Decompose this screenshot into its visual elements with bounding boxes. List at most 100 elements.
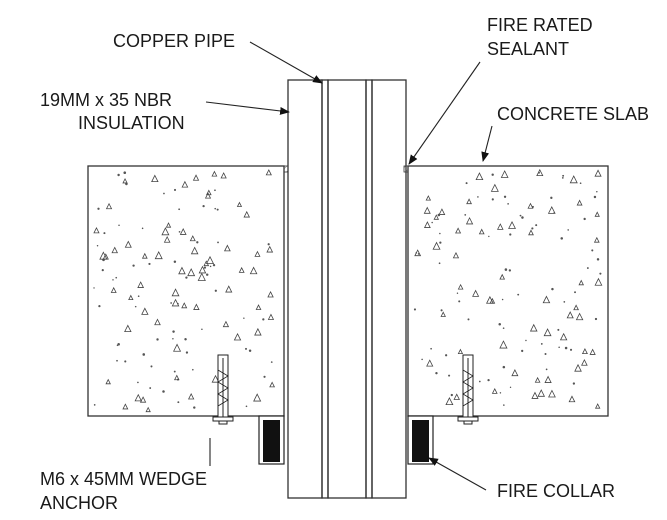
aggregate-dot [124, 360, 127, 363]
aggregate-dot [148, 262, 151, 266]
aggregate-dot [137, 381, 139, 384]
aggregate-dot [540, 343, 543, 345]
aggregate-dot [545, 368, 548, 371]
aggregate-dot [599, 272, 602, 275]
aggregate-triangle [500, 170, 509, 178]
aggregate-dot [531, 227, 534, 230]
aggregate-triangle [497, 223, 504, 230]
aggregate-dot [115, 276, 118, 279]
aggregate-dot [502, 327, 505, 329]
aggregate-triangle [537, 389, 546, 397]
aggregate-triangle [466, 198, 472, 205]
aggregate-dot [435, 371, 438, 375]
aggregate-triangle [266, 245, 274, 253]
aggregate-dot [170, 302, 173, 304]
aggregate-triangle [457, 283, 464, 290]
aggregate-dot [586, 267, 589, 270]
aggregate-triangle [511, 369, 519, 377]
aggregate-triangle [187, 393, 195, 400]
aggregate-triangle [569, 175, 578, 184]
aggregate-triangle [151, 174, 159, 183]
aggregate-triangle [128, 294, 134, 301]
aggregate-triangle [542, 295, 551, 304]
aggregate-triangle [154, 318, 161, 326]
aggregate-dot [172, 330, 175, 333]
aggregate-dot [117, 173, 120, 177]
aggregate-triangle [544, 375, 552, 383]
aggregate-triangle [594, 277, 603, 286]
aggregate-triangle [238, 266, 245, 273]
aggregate-dot [149, 387, 152, 389]
aggregate-triangle [568, 395, 576, 403]
aggregate-triangle [594, 403, 601, 409]
aggregate-triangle [265, 169, 272, 176]
aggregate-dot [214, 289, 217, 292]
label-insulation-line1: 19MM x 35 NBR [40, 90, 172, 110]
aggregate-triangle [594, 169, 602, 177]
aggregate-dot [202, 204, 205, 208]
aggregate-dot [101, 269, 104, 272]
aggregate-dot [450, 393, 453, 397]
aggregate-triangle [141, 252, 148, 259]
aggregate-triangle [593, 236, 600, 243]
aggregate-dot [214, 189, 216, 192]
aggregate-dot [267, 243, 270, 246]
aggregate-triangle [543, 328, 552, 337]
insulation-left [287, 79, 323, 499]
aggregate-triangle [581, 358, 588, 366]
aggregate-triangle [426, 359, 434, 367]
aggregate-dot [203, 266, 207, 269]
label-anchor-line2: ANCHOR [40, 493, 118, 513]
aggregate-dot [467, 318, 470, 321]
aggregate-dot [498, 322, 501, 326]
aggregate-triangle [211, 374, 220, 383]
aggregate-dot [421, 358, 423, 361]
aggregate-triangle [122, 403, 129, 410]
aggregate-dot [141, 227, 144, 230]
aggregate-triangle [223, 244, 231, 252]
aggregate-triangle [124, 324, 132, 333]
aggregate-dot [137, 295, 140, 298]
aggregate-dot [430, 347, 432, 350]
aggregate-dot [477, 196, 479, 198]
aggregate-triangle [433, 214, 440, 220]
aggregate-dot [162, 390, 165, 393]
aggregate-dot [509, 386, 512, 389]
aggregate-triangle [139, 396, 147, 403]
aggregate-triangle [423, 221, 431, 228]
aggregate-dot [583, 217, 586, 221]
aggregate-dot [567, 229, 569, 231]
aggregate-dot [243, 317, 245, 319]
aggregate-triangle [508, 220, 516, 229]
aggregate-dot [173, 370, 176, 373]
aggregate-dot [244, 347, 248, 350]
concrete-aggregate-left [93, 169, 276, 413]
aggregate-triangle [254, 327, 262, 336]
concrete-aggregate-right [413, 168, 603, 409]
aggregate-triangle [141, 307, 149, 315]
aggregate-triangle [154, 251, 163, 260]
aggregate-dot [440, 309, 443, 312]
aggregate-dot [593, 195, 597, 199]
fire-collar-left [258, 415, 285, 465]
aggregate-triangle [452, 251, 460, 259]
aggregate-dot [508, 269, 512, 272]
aggregate-triangle [455, 227, 462, 234]
aggregate-triangle [122, 177, 128, 184]
aggregate-dot [535, 224, 538, 227]
aggregate-triangle [527, 202, 534, 209]
aggregate-triangle [171, 298, 180, 307]
aggregate-triangle [475, 172, 484, 181]
aggregate-triangle [453, 393, 460, 400]
copper-pipe-wall-right [365, 79, 373, 499]
aggregate-triangle [465, 216, 474, 225]
aggregate-dot [201, 328, 203, 331]
aggregate-dot [103, 232, 106, 235]
aggregate-triangle [589, 348, 596, 355]
aggregate-dot [172, 338, 174, 340]
aggregate-dot [173, 260, 177, 264]
leader-sealant [408, 61, 481, 165]
aggregate-dot [97, 207, 100, 210]
aggregate-triangle [163, 235, 171, 243]
